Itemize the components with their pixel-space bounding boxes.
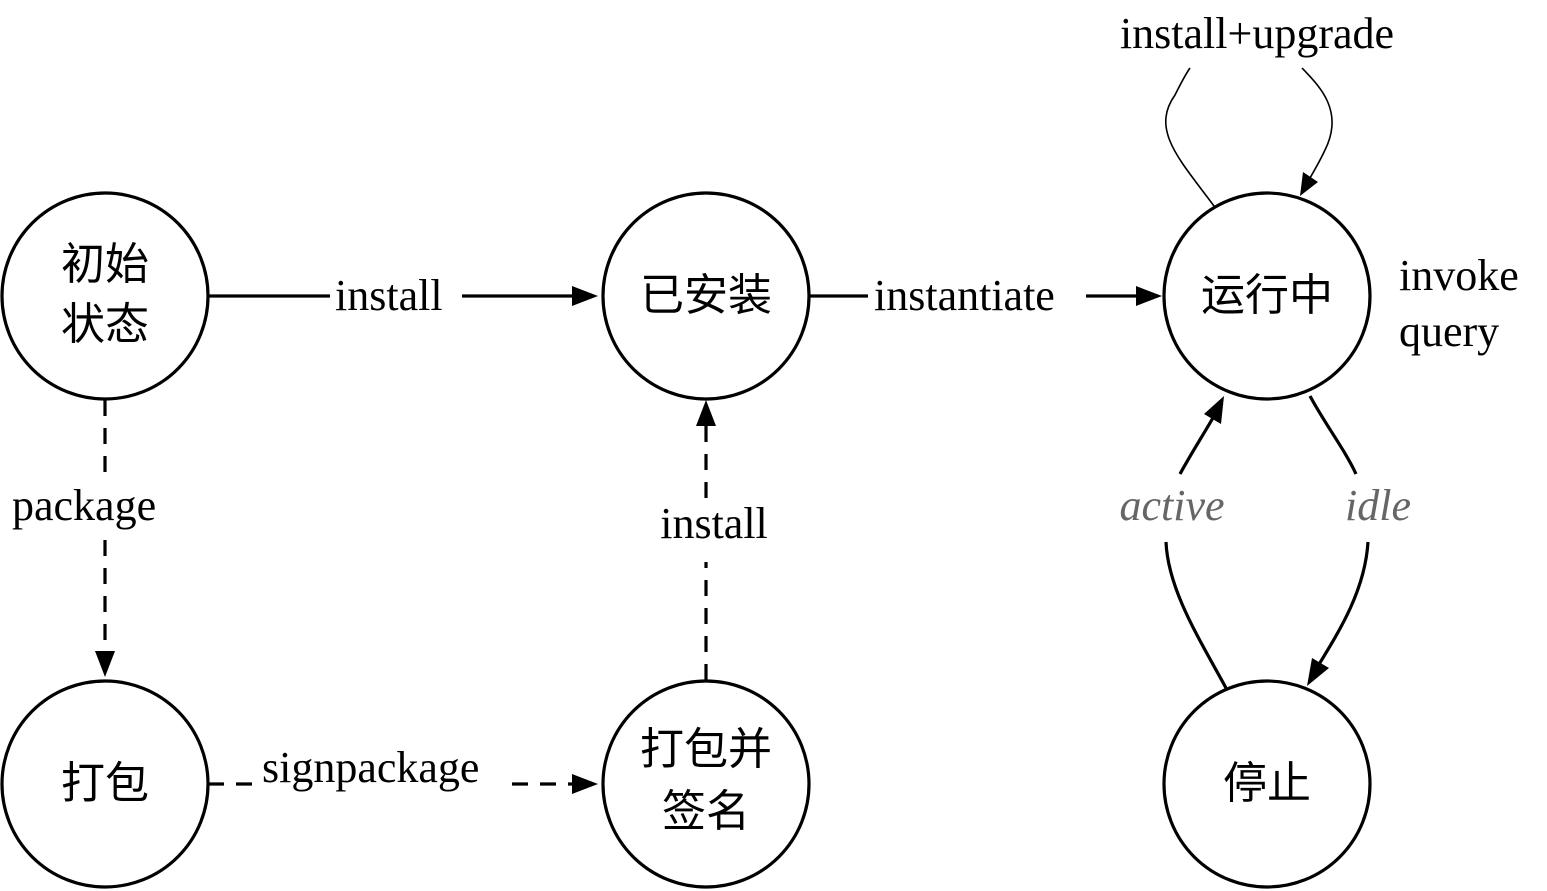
edge-package-arrowhead	[95, 651, 115, 677]
edge-label-install-top: install	[335, 271, 443, 320]
node-packaged-label: 打包	[61, 758, 149, 809]
edge-install-up-arrowhead	[696, 400, 716, 426]
node-initial-state: 初始 状态	[0, 191, 210, 401]
edge-label-install-up: install	[660, 499, 768, 548]
edge-label-active: active	[1119, 481, 1224, 530]
edge-self-loop-return	[1301, 67, 1333, 189]
edge-label-signpackage: signpackage	[262, 743, 479, 792]
edge-self-loop-arrowhead	[1300, 172, 1318, 196]
edge-install-top-arrowhead	[572, 286, 598, 306]
side-label-query: query	[1399, 307, 1499, 356]
edge-signpackage-arrowhead	[572, 774, 598, 794]
edge-active-upper	[1178, 415, 1216, 475]
node-packaged-signed-line1: 打包并	[640, 724, 772, 775]
node-packaged-signed-line2: 签名	[662, 786, 750, 837]
edge-label-idle: idle	[1345, 481, 1411, 530]
node-stopped: 停止	[1162, 679, 1372, 889]
edge-idle-upper	[1308, 395, 1358, 475]
node-initial-state-line1: 初始	[61, 239, 149, 290]
edge-label-self-loop: install+upgrade	[1120, 9, 1394, 58]
node-packaged: 打包	[0, 679, 210, 889]
edge-active-arrowhead	[1204, 396, 1224, 424]
node-running: 运行中	[1162, 191, 1372, 401]
node-installed: 已安装	[601, 191, 811, 401]
node-running-label: 运行中	[1201, 270, 1333, 321]
edge-self-loop	[1164, 67, 1215, 207]
edge-label-package: package	[12, 481, 156, 530]
edge-label-instantiate: instantiate	[874, 271, 1055, 320]
node-stopped-label: 停止	[1223, 758, 1311, 809]
edge-idle-arrowhead	[1307, 658, 1329, 686]
node-installed-label: 已安装	[640, 270, 772, 321]
node-initial-state-line2: 状态	[61, 299, 149, 350]
edge-instantiate-arrowhead	[1136, 286, 1162, 306]
edge-idle-lower	[1316, 541, 1370, 667]
node-packaged-signed: 打包并 签名	[601, 679, 811, 889]
side-label-invoke: invoke	[1399, 251, 1519, 300]
edge-active-lower	[1164, 541, 1228, 689]
